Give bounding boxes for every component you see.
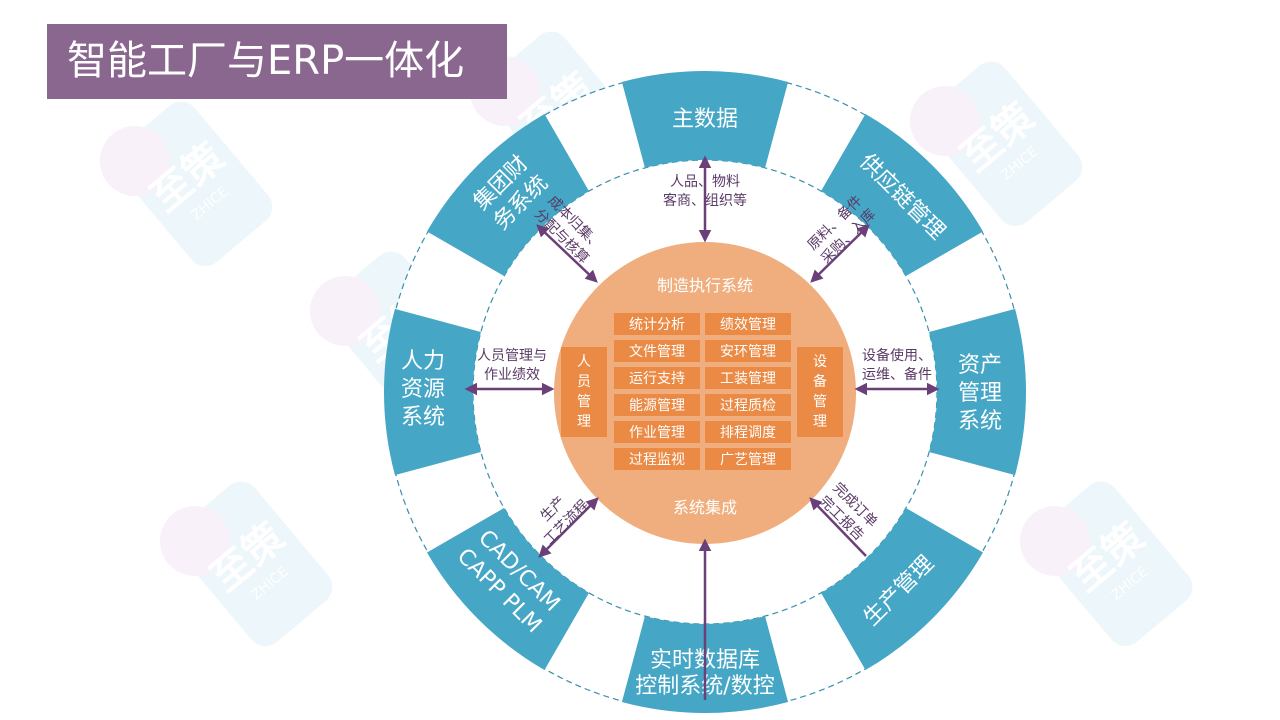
arrow-label-top: 人品、物料客商、组织等 — [663, 174, 747, 209]
arrow-label-line: 人品、物料 — [670, 174, 740, 190]
box-char: 管 — [577, 394, 591, 410]
arrow-label-line: 人员管理与 — [477, 348, 547, 364]
segment-bottom-left — [427, 508, 589, 670]
arrow-top-left — [536, 224, 598, 283]
mes-module: 安环管理 — [705, 340, 791, 362]
mes-module: 作业管理 — [614, 421, 700, 443]
arrow-bottom-left — [538, 497, 599, 558]
box-char: 理 — [813, 414, 827, 430]
mes-title: 制造执行系统 — [657, 276, 753, 295]
mes-module-label: 过程监视 — [629, 452, 685, 468]
mes-module: 统计分析 — [614, 313, 700, 335]
mes-module: 文件管理 — [614, 340, 700, 362]
mes-module-label: 绩效管理 — [720, 317, 776, 333]
mes-module-label: 能源管理 — [629, 398, 685, 414]
mes-module-label: 排程调度 — [720, 425, 776, 441]
segment-top — [621, 71, 789, 168]
arrow-label-right: 设备使用、运维、备件 — [862, 347, 932, 383]
mes-module: 工装管理 — [705, 367, 791, 389]
segment-label-line: 资产 — [958, 353, 1002, 378]
box-char: 员 — [577, 374, 591, 390]
mes-module: 过程质检 — [705, 394, 791, 416]
box-char: 理 — [577, 414, 591, 430]
page-title: 智能工厂与ERP一体化 — [47, 24, 507, 99]
segment-top-right — [821, 114, 983, 276]
arrow-label-line: 作业绩效 — [484, 367, 540, 383]
box-char: 人 — [577, 354, 591, 370]
segment-right — [929, 308, 1026, 476]
system-integration-label: 系统集成 — [673, 498, 737, 517]
segment-label-line: 资源 — [401, 377, 445, 402]
mes-module-label: 工装管理 — [720, 371, 776, 387]
mes-module: 运行支持 — [614, 367, 700, 389]
arrow-bottom-right — [809, 497, 867, 557]
personnel-management-box: 人员管理 — [561, 347, 607, 437]
segment-label-right: 资产管理系统 — [958, 353, 1002, 434]
mes-module: 广艺管理 — [705, 448, 791, 470]
mes-module-label: 安环管理 — [720, 344, 776, 360]
segment-label-line: 主数据 — [672, 107, 738, 132]
segment-label-line: 管理 — [958, 381, 1002, 406]
mes-module-label: 广艺管理 — [720, 452, 776, 468]
segment-top-left — [427, 114, 589, 276]
mes-module-label: 统计分析 — [629, 317, 685, 333]
segment-label-line: 人力 — [401, 349, 445, 374]
segment-label-line: 系统 — [958, 409, 1002, 434]
mes-module-label: 过程质检 — [720, 398, 776, 414]
segment-left — [384, 308, 481, 476]
mes-module: 绩效管理 — [705, 313, 791, 335]
mes-module-label: 作业管理 — [629, 425, 685, 441]
arrow-label-line: 设备使用、 — [862, 347, 932, 364]
arrow-label-left: 人员管理与作业绩效 — [477, 348, 547, 383]
segments: 主数据供应链管理资产管理系统生产管理实时数据库控制系统/数控CAD/CAMCAP… — [384, 71, 1026, 713]
box-char: 设 — [813, 354, 827, 370]
segment-label-top: 主数据 — [672, 107, 738, 132]
mes-module-label: 文件管理 — [629, 344, 685, 360]
mes-module-label: 运行支持 — [629, 371, 685, 387]
arrow-top-right — [810, 224, 870, 283]
box-char: 管 — [813, 394, 827, 410]
segment-label-line: 系统 — [401, 405, 445, 430]
segment-bottom-right — [821, 508, 983, 670]
arrow-label-line: 运维、备件 — [862, 366, 932, 383]
mes-core: 制造执行系统系统集成统计分析绩效管理文件管理安环管理运行支持工装管理能源管理过程… — [561, 276, 843, 517]
mes-module: 排程调度 — [705, 421, 791, 443]
mes-module: 过程监视 — [614, 448, 700, 470]
box-char: 备 — [813, 373, 827, 390]
mes-module: 能源管理 — [614, 394, 700, 416]
segment-label-left: 人力资源系统 — [401, 349, 445, 430]
arrow-label-line: 客商、组织等 — [663, 192, 747, 209]
